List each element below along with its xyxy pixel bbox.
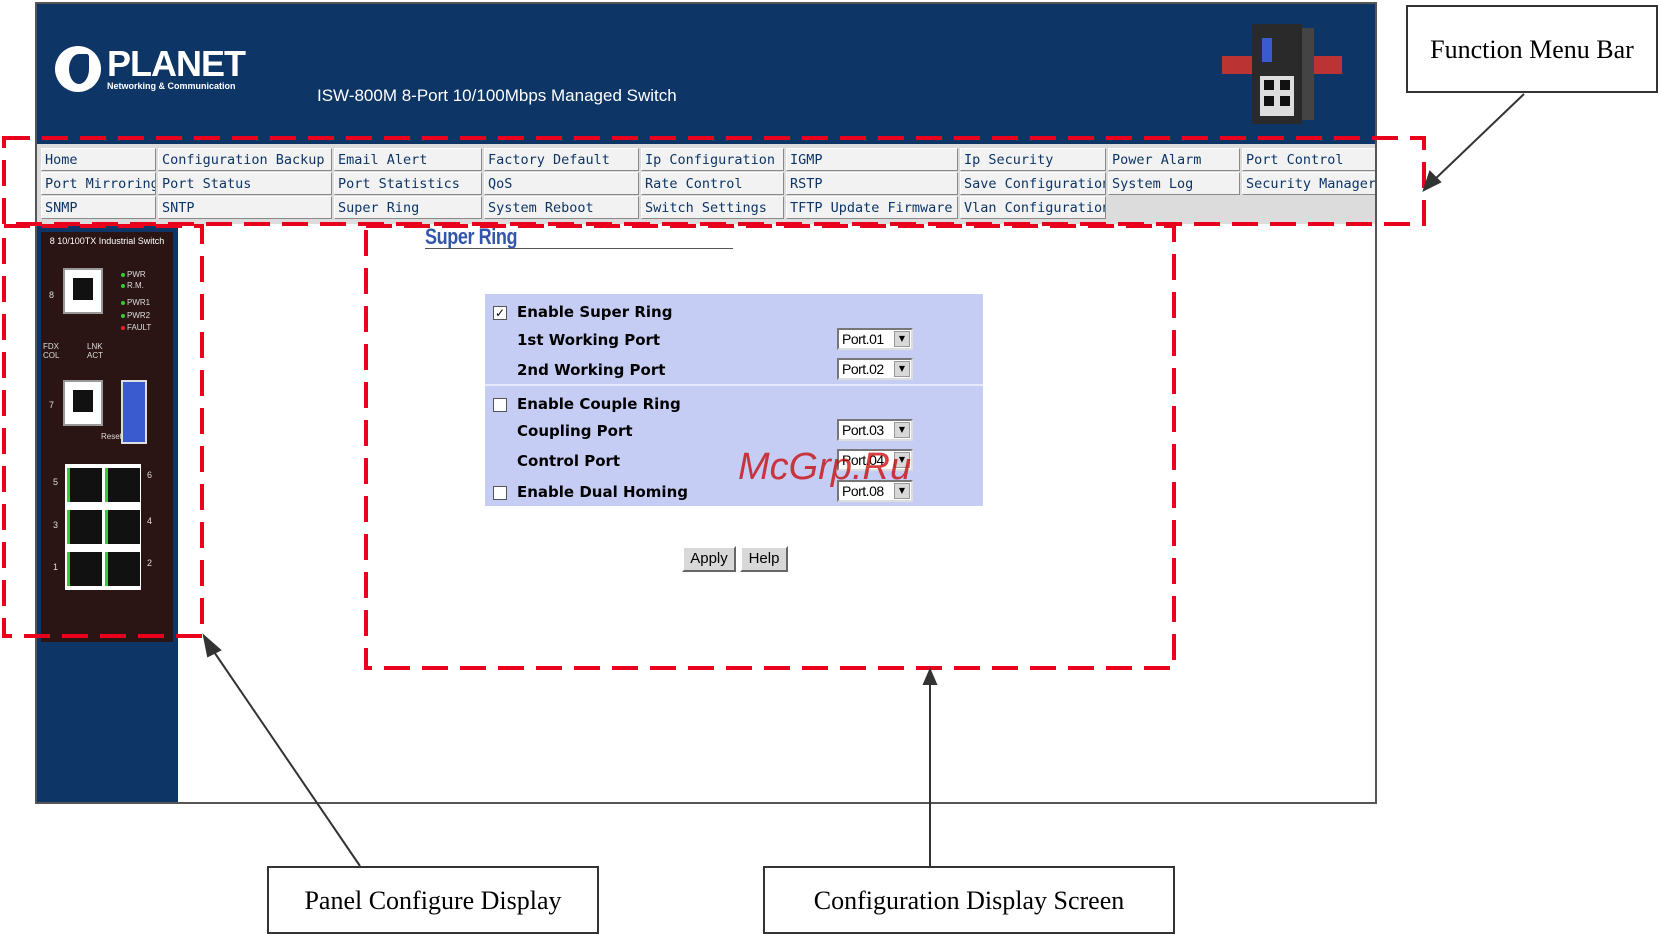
- menu-item-port-control[interactable]: Port Control: [1242, 148, 1375, 171]
- enable-couple-ring-row: Enable Couple Ring: [485, 390, 983, 418]
- menu-item-port-status[interactable]: Port Status: [158, 172, 332, 195]
- row-label: 2nd Working Port: [517, 361, 666, 379]
- row-label: 1st Working Port: [517, 331, 661, 349]
- device-label: 8 10/100TX Industrial Switch: [49, 236, 165, 246]
- led-label: PWR2: [121, 311, 150, 320]
- port-number: 4: [147, 516, 153, 526]
- port-number: 1: [53, 562, 59, 572]
- led-label: FAULT: [121, 323, 151, 332]
- menu-item-home[interactable]: Home: [41, 148, 156, 171]
- menu-item-rate-control[interactable]: Rate Control: [641, 172, 784, 195]
- menu-item-security-manager[interactable]: Security Manager: [1242, 172, 1375, 195]
- port-number: 5: [53, 477, 59, 487]
- menu-item-configuration-backup[interactable]: Configuration Backup: [158, 148, 332, 171]
- led-label: PWR1: [121, 298, 150, 307]
- second-working-port-row: 2nd Working Port Port.02 ▼: [485, 356, 983, 384]
- menu-item-sntp[interactable]: SNTP: [158, 196, 332, 219]
- planet-logo-icon: [55, 46, 101, 92]
- port-pair-5-6: [65, 464, 141, 506]
- port-2-jack[interactable]: [105, 552, 140, 586]
- chevron-down-icon: ▼: [894, 422, 910, 438]
- menu-item-system-reboot[interactable]: System Reboot: [484, 196, 639, 219]
- port-pair-1-2: [65, 548, 141, 590]
- panel-configure-display-callout: Panel Configure Display: [267, 866, 599, 934]
- header-bar: PLANET Networking & Communication ISW-80…: [37, 4, 1375, 144]
- coupling-port-row: Coupling Port Port.03 ▼: [485, 417, 983, 445]
- apply-button[interactable]: Apply: [682, 546, 736, 572]
- logo-tagline: Networking & Communication: [107, 81, 236, 91]
- switch-device-image: [1222, 24, 1342, 124]
- port-number: 7: [49, 400, 55, 410]
- menu-item-snmp[interactable]: SNMP: [41, 196, 156, 219]
- row-label: Enable Couple Ring: [517, 395, 681, 413]
- menu-item-port-statistics[interactable]: Port Statistics: [334, 172, 482, 195]
- coupling-port-select[interactable]: Port.03 ▼: [837, 419, 913, 441]
- enable-dual-homing-checkbox[interactable]: [493, 486, 507, 500]
- menu-item-switch-settings[interactable]: Switch Settings: [641, 196, 784, 219]
- logo-name: PLANET: [107, 43, 246, 84]
- menu-item-system-log[interactable]: System Log: [1108, 172, 1240, 195]
- port-4-jack[interactable]: [105, 510, 140, 544]
- menu-item-save-configuration[interactable]: Save Configuration: [960, 172, 1106, 195]
- menu-item-ip-configuration[interactable]: Ip Configuration: [641, 148, 784, 171]
- switch-web-ui: PLANET Networking & Communication ISW-80…: [35, 2, 1377, 804]
- chevron-down-icon: ▼: [894, 331, 910, 347]
- chevron-down-icon: ▼: [894, 361, 910, 377]
- enable-couple-ring-checkbox[interactable]: [493, 398, 507, 412]
- planet-logo: PLANET Networking & Communication: [55, 43, 246, 92]
- dip-switch: [121, 380, 147, 444]
- row-label: Control Port: [517, 452, 621, 470]
- function-menu-bar-callout: Function Menu Bar: [1406, 5, 1658, 93]
- led-label: R.M.: [121, 281, 144, 290]
- page-title: Super Ring: [425, 224, 518, 249]
- product-title: ISW-800M 8-Port 10/100Mbps Managed Switc…: [317, 86, 677, 105]
- menu-item-vlan-configuration[interactable]: Vlan Configuration: [960, 196, 1106, 219]
- menu-item-ip-security[interactable]: Ip Security: [960, 148, 1106, 171]
- menu-item-factory-default[interactable]: Factory Default: [484, 148, 639, 171]
- port-number: 6: [147, 470, 153, 480]
- device-front-panel: 8 10/100TX Industrial Switch 8 PWR R.M. …: [41, 232, 173, 642]
- menu-item-qos[interactable]: QoS: [484, 172, 639, 195]
- port-number: 8: [49, 290, 55, 300]
- row-label: Enable Super Ring: [517, 303, 673, 321]
- menu-item-power-alarm[interactable]: Power Alarm: [1108, 148, 1240, 171]
- port-5-jack[interactable]: [67, 468, 102, 502]
- row-label: Coupling Port: [517, 422, 633, 440]
- first-working-port-row: 1st Working Port Port.01 ▼: [485, 326, 983, 354]
- port-8-jack[interactable]: [63, 268, 103, 314]
- menu-item-igmp[interactable]: IGMP: [786, 148, 958, 171]
- port-6-jack[interactable]: [105, 468, 140, 502]
- port-1-jack[interactable]: [67, 552, 102, 586]
- port-3-jack[interactable]: [67, 510, 102, 544]
- second-working-port-select[interactable]: Port.02 ▼: [837, 358, 913, 380]
- watermark: McGrp.Ru: [738, 446, 912, 488]
- reset-label: Reset: [101, 432, 122, 441]
- port-number: 3: [53, 520, 59, 530]
- port-number: 2: [147, 558, 153, 568]
- menu-item-port-mirroring[interactable]: Port Mirroring: [41, 172, 156, 195]
- led-label: LNK ACT: [87, 342, 103, 360]
- menu-item-tftp-update-firmware[interactable]: TFTP Update Firmware: [786, 196, 958, 219]
- row-label: Enable Dual Homing: [517, 483, 688, 501]
- led-label: PWR: [121, 270, 146, 279]
- form-divider: [485, 384, 983, 386]
- help-button[interactable]: Help: [740, 546, 788, 572]
- menu-item-super-ring[interactable]: Super Ring: [334, 196, 482, 219]
- menu-item-rstp[interactable]: RSTP: [786, 172, 958, 195]
- panel-configure-display: 8 10/100TX Industrial Switch 8 PWR R.M. …: [37, 224, 178, 802]
- led-label: FDX COL: [43, 342, 60, 360]
- first-working-port-select[interactable]: Port.01 ▼: [837, 328, 913, 350]
- menu-item-email-alert[interactable]: Email Alert: [334, 148, 482, 171]
- title-underline: [425, 248, 733, 249]
- configuration-display-screen-callout: Configuration Display Screen: [763, 866, 1175, 934]
- enable-super-ring-checkbox[interactable]: ✓: [493, 306, 507, 320]
- port-7-jack[interactable]: [63, 380, 103, 426]
- port-pair-3-4: [65, 506, 141, 548]
- enable-super-ring-row: ✓ Enable Super Ring: [485, 298, 983, 326]
